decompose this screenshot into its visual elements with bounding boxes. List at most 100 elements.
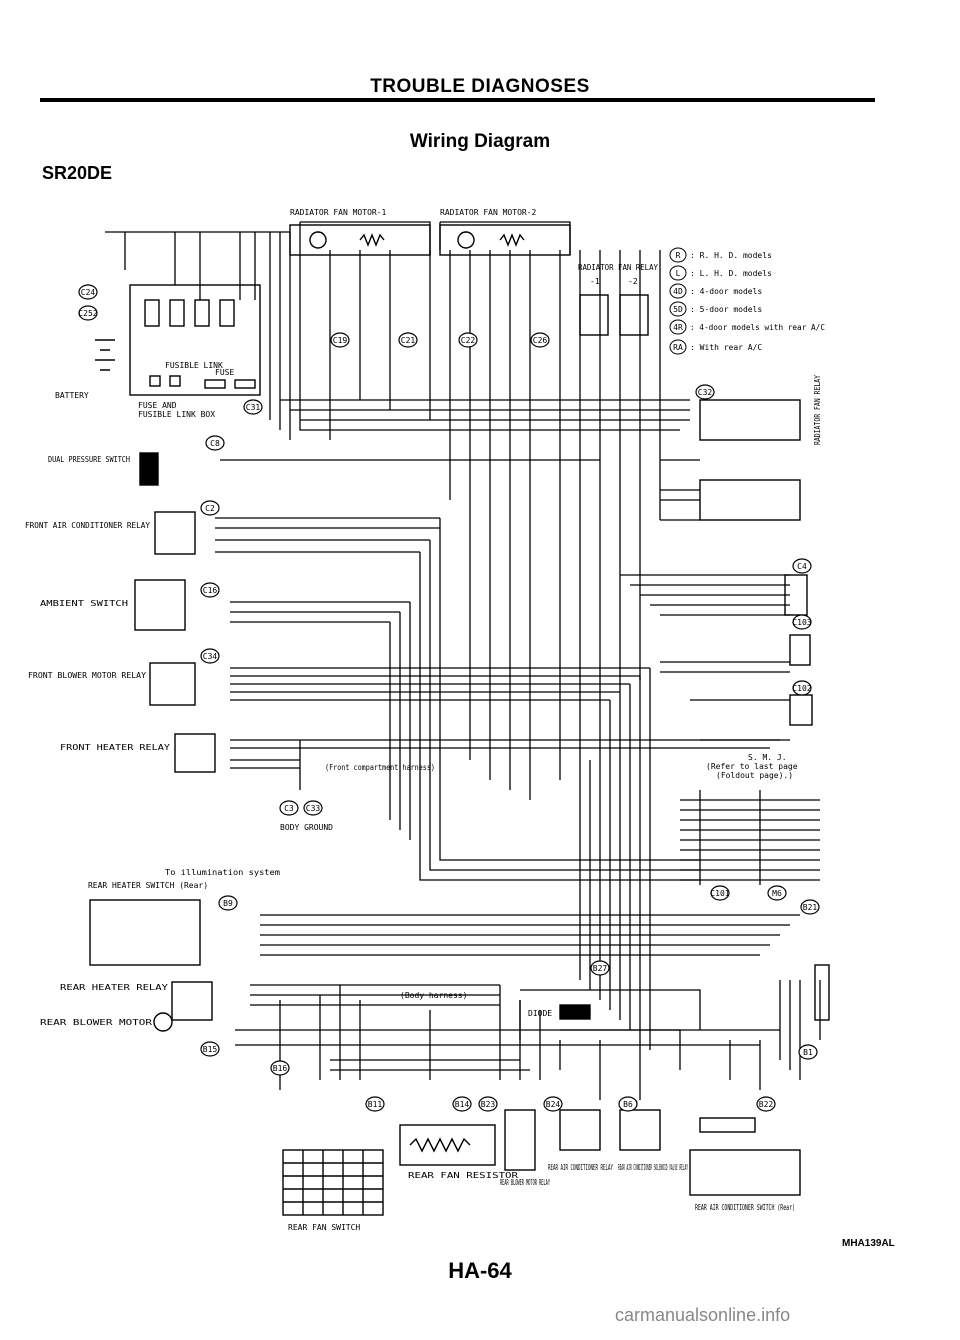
svg-text:C24: C24 [81,288,96,297]
svg-text:C26: C26 [533,336,548,345]
dual-pressure-switch-symbol [139,452,159,486]
connector-B6: B6 [618,1096,638,1112]
connector-C101: C101 [710,885,730,901]
ambient-switch-box [134,579,186,631]
legend-item-rear-ac: RA : With rear A/C [669,339,762,355]
wire-bundle [105,221,821,1100]
rear-fan-resistor-box [399,1124,496,1166]
svg-text:B15: B15 [203,1045,218,1054]
connector-C2: C2 [200,500,220,516]
section-title: TROUBLE DIAGNOSES [370,76,590,97]
radiator-fan-motor-2 [439,224,571,256]
rear-ac-solenoid-box [619,1109,661,1151]
svg-text:C16: C16 [203,586,218,595]
label-front-heater-relay: FRONT HEATER RELAY [60,743,170,752]
connector-C22: C22 [458,332,478,348]
connector-C16: C16 [200,582,220,598]
svg-text:R: R [676,251,681,260]
label-radiator-fan-relay-side: RADIATOR FAN RELAY [813,375,822,445]
label-rear-ac-solenoid: REAR AIR CONDITIONER SOLENOID VALVE RELA… [618,1163,688,1172]
connector-B14: B14 [452,1096,472,1112]
connector-C26: C26 [530,332,550,348]
svg-text:B9: B9 [223,899,233,908]
label-smj-1: S. M. J. [748,753,787,762]
connector-C103: C103 [792,614,812,630]
label-rear-ac-switch: REAR AIR CONDITIONER SWITCH (Rear) [695,1203,795,1212]
svg-text:C102: C102 [792,684,811,693]
svg-text:B22: B22 [759,1100,774,1109]
svg-text:C31: C31 [246,403,261,412]
label-rear-fan-switch: REAR FAN SWITCH [288,1223,360,1232]
front-blower-relay-box [149,662,196,706]
connector-C24: C24 [78,284,98,300]
svg-text:C3: C3 [284,804,294,813]
svg-text:4R: 4R [673,323,683,332]
svg-text:C32: C32 [698,388,713,397]
page-subtitle: Wiring Diagram [409,131,551,152]
radiator-fan-relay-2-box [699,479,801,521]
svg-text:B27: B27 [593,964,608,973]
label-radiator-fan-motor-2: RADIATOR FAN MOTOR-2 [440,208,537,217]
rear-blower-relay-box [504,1109,536,1171]
label-front-blower-relay: FRONT BLOWER MOTOR RELAY [28,671,146,680]
label-fuse-box-2: FUSIBLE LINK BOX [138,410,215,419]
svg-text:B11: B11 [368,1100,383,1109]
connector-B21: B21 [800,899,820,915]
watermark: carmanualsonline.info [615,1305,791,1325]
battery-symbol [95,339,115,371]
connector-B11: B11 [365,1096,385,1112]
legend-item-4door-rear-ac: 4R : 4-door models with rear A/C [669,319,825,335]
label-relay-1: -1 [590,277,600,286]
front-ac-relay-box [154,511,196,555]
engine-variant-label: SR20DE [42,163,113,183]
connector-B16: B16 [270,1060,290,1076]
connector-B9: B9 [218,895,238,911]
label-battery: BATTERY [55,391,89,400]
connector-C21: C21 [398,332,418,348]
svg-text:C21: C21 [401,336,416,345]
label-fusible-link: FUSIBLE LINK [165,361,223,370]
label-body-ground: BODY GROUND [280,823,333,832]
label-rear-fan-resistor: REAR FAN RESISTOR [408,1171,518,1180]
svg-text:: 4-door models: : 4-door models [690,287,762,296]
svg-text:C33: C33 [306,804,321,813]
model-legend: R: R. H. D. models L: L. H. D. models 4D… [669,247,825,355]
rear-blower-motor-symbol [153,1012,173,1032]
label-fuse-box-1: FUSE AND [138,401,177,410]
legend-item-rhd: R : R. H. D. models [669,247,772,263]
svg-text:C19: C19 [333,336,348,345]
svg-text:B1: B1 [803,1048,813,1057]
header-rule [40,98,875,102]
label-ambient-switch: AMBIENT SWITCH [40,599,128,608]
label-dual-pressure-switch: DUAL PRESSURE SWITCH [48,455,130,464]
label-illumination: To illumination system [165,868,280,877]
svg-text:: With rear A/C: : With rear A/C [690,343,762,352]
label-fuse: FUSE [215,368,234,377]
connector-badges: C24 C252 C31 C8 C2 C16 C34 C19 C21 C22 C… [78,284,820,1112]
svg-text:M6: M6 [772,889,782,898]
svg-text:: L. H. D. models: : L. H. D. models [690,269,772,278]
svg-text:B23: B23 [481,1100,496,1109]
svg-text:L: L [676,269,681,278]
component-symbols [89,224,830,1216]
svg-text:C2: C2 [205,504,215,513]
svg-text:B24: B24 [546,1100,561,1109]
legend-item-lhd: L : L. H. D. models [669,265,772,281]
svg-text:: 5-door models: : 5-door models [690,305,762,314]
label-rear-heater-switch: REAR HEATER SWITCH (Rear) [88,881,208,890]
svg-text:RA: RA [673,343,683,352]
svg-text:C4: C4 [797,562,807,571]
svg-text:: 4-door models with rear A/C: : 4-door models with rear A/C [690,323,825,332]
connector-B22: B22 [756,1096,776,1112]
connector-M6: M6 [767,885,787,901]
label-diode: DIODE [528,1009,552,1018]
label-smj-3: (Foldout page).) [716,771,793,780]
connector-B27: B27 [590,960,610,976]
svg-text:: R. H. D. models: : R. H. D. models [690,251,772,260]
svg-text:B14: B14 [455,1100,470,1109]
label-smj-2: (Refer to last page [706,762,798,771]
document-reference: MHA139AL [842,1238,895,1249]
rear-heater-relay-box [171,981,213,1021]
connector-B23: B23 [478,1096,498,1112]
